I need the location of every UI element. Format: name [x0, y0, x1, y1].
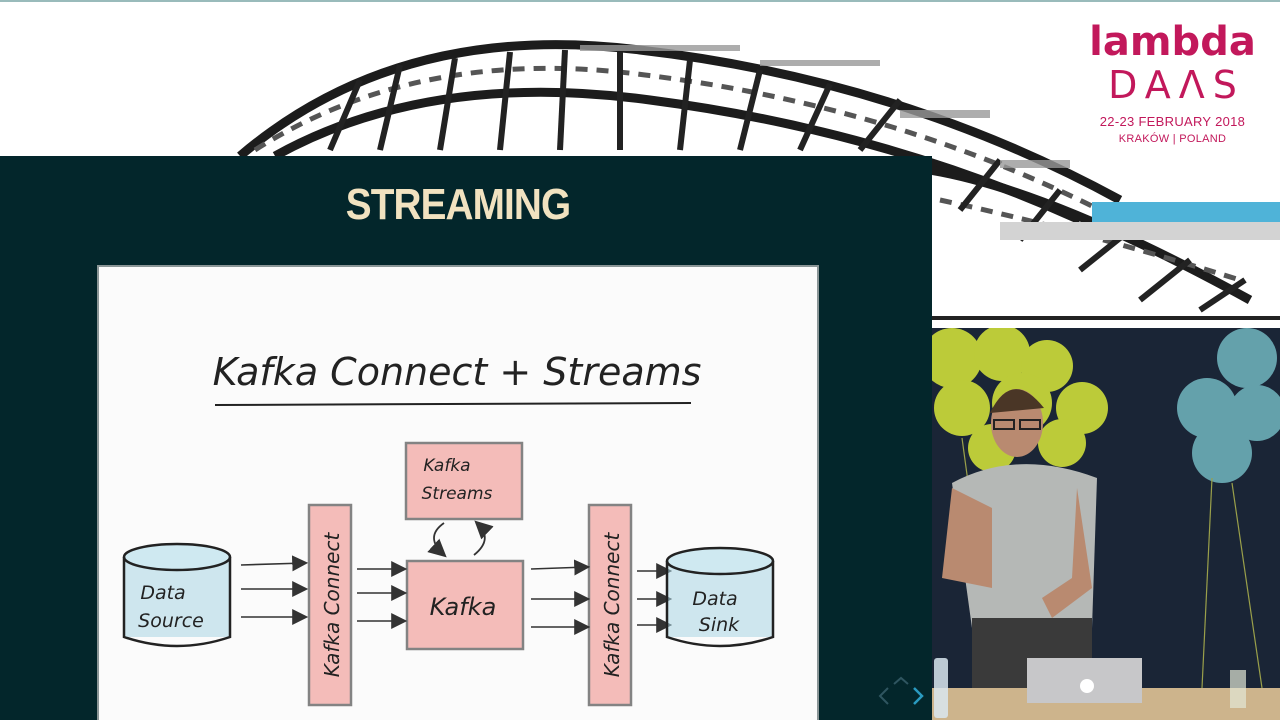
kafka-box: Kafka: [405, 559, 525, 651]
kafka-connect-left-label: Kafka Connect: [320, 532, 344, 678]
teal-balloons: [1177, 328, 1280, 483]
kafka-streams-label-line1: Kafka: [423, 456, 470, 476]
conference-dates: 22-23 FEBRUARY 2018: [1099, 114, 1246, 129]
accent-bar-blue: [1092, 202, 1280, 224]
data-sink-label-line1: Data: [692, 588, 737, 610]
kafka-connect-left-box: Kafka Connect: [307, 503, 353, 707]
chevron-right-icon[interactable]: [913, 687, 924, 705]
arrows-kafka-to-connect: [530, 559, 591, 635]
diagram-title: Kafka Connect + Streams: [213, 350, 702, 394]
arrows-connect-to-kafka: [357, 561, 408, 629]
data-source-label-line1: Data: [140, 582, 185, 604]
kafka-streams-box: Kafka Streams: [404, 441, 524, 521]
kafka-streams-label-line2: Streams: [422, 484, 493, 504]
brand-name: lambda: [1089, 19, 1256, 65]
slide-nav-controls: [878, 676, 924, 705]
slide-diagram-card: Kafka Connect + Streams Data Source Kafk…: [97, 265, 819, 720]
slide-title: STREAMING: [345, 180, 571, 229]
conference-logo: lambda DAΛS 22-23 FEBRUARY 2018 KRAKÓW |…: [1080, 20, 1265, 145]
kafka-diagram: Kafka Connect + Streams Data Source Kafk…: [122, 350, 775, 707]
data-source-cylinder: Data Source: [122, 542, 232, 648]
water-bottle: [934, 658, 948, 718]
kafka-label: Kafka: [430, 593, 497, 621]
kafka-connect-right-box: Kafka Connect: [587, 503, 633, 707]
conference-location: KRAKÓW | POLAND: [1118, 133, 1227, 145]
data-source-label-line2: Source: [138, 610, 204, 632]
brand-subtitle: DAΛS: [1108, 63, 1245, 107]
chevron-up-icon[interactable]: [893, 676, 909, 685]
speaker-video: [932, 328, 1280, 720]
streams-loop-arrows: [427, 520, 494, 558]
kafka-connect-right-label: Kafka Connect: [600, 532, 624, 678]
glass: [1230, 670, 1246, 708]
data-sink-label-line2: Sink: [699, 614, 740, 636]
accent-bar-grey: [1000, 222, 1280, 240]
data-sink-cylinder: Data Sink: [665, 546, 775, 648]
arrows-connect-to-sink: [637, 563, 673, 633]
arrows-source-to-connect: [240, 555, 309, 625]
chevron-left-icon[interactable]: [878, 687, 889, 705]
diagram-title-underline: [214, 402, 692, 406]
apple-logo-icon: [1080, 679, 1094, 693]
